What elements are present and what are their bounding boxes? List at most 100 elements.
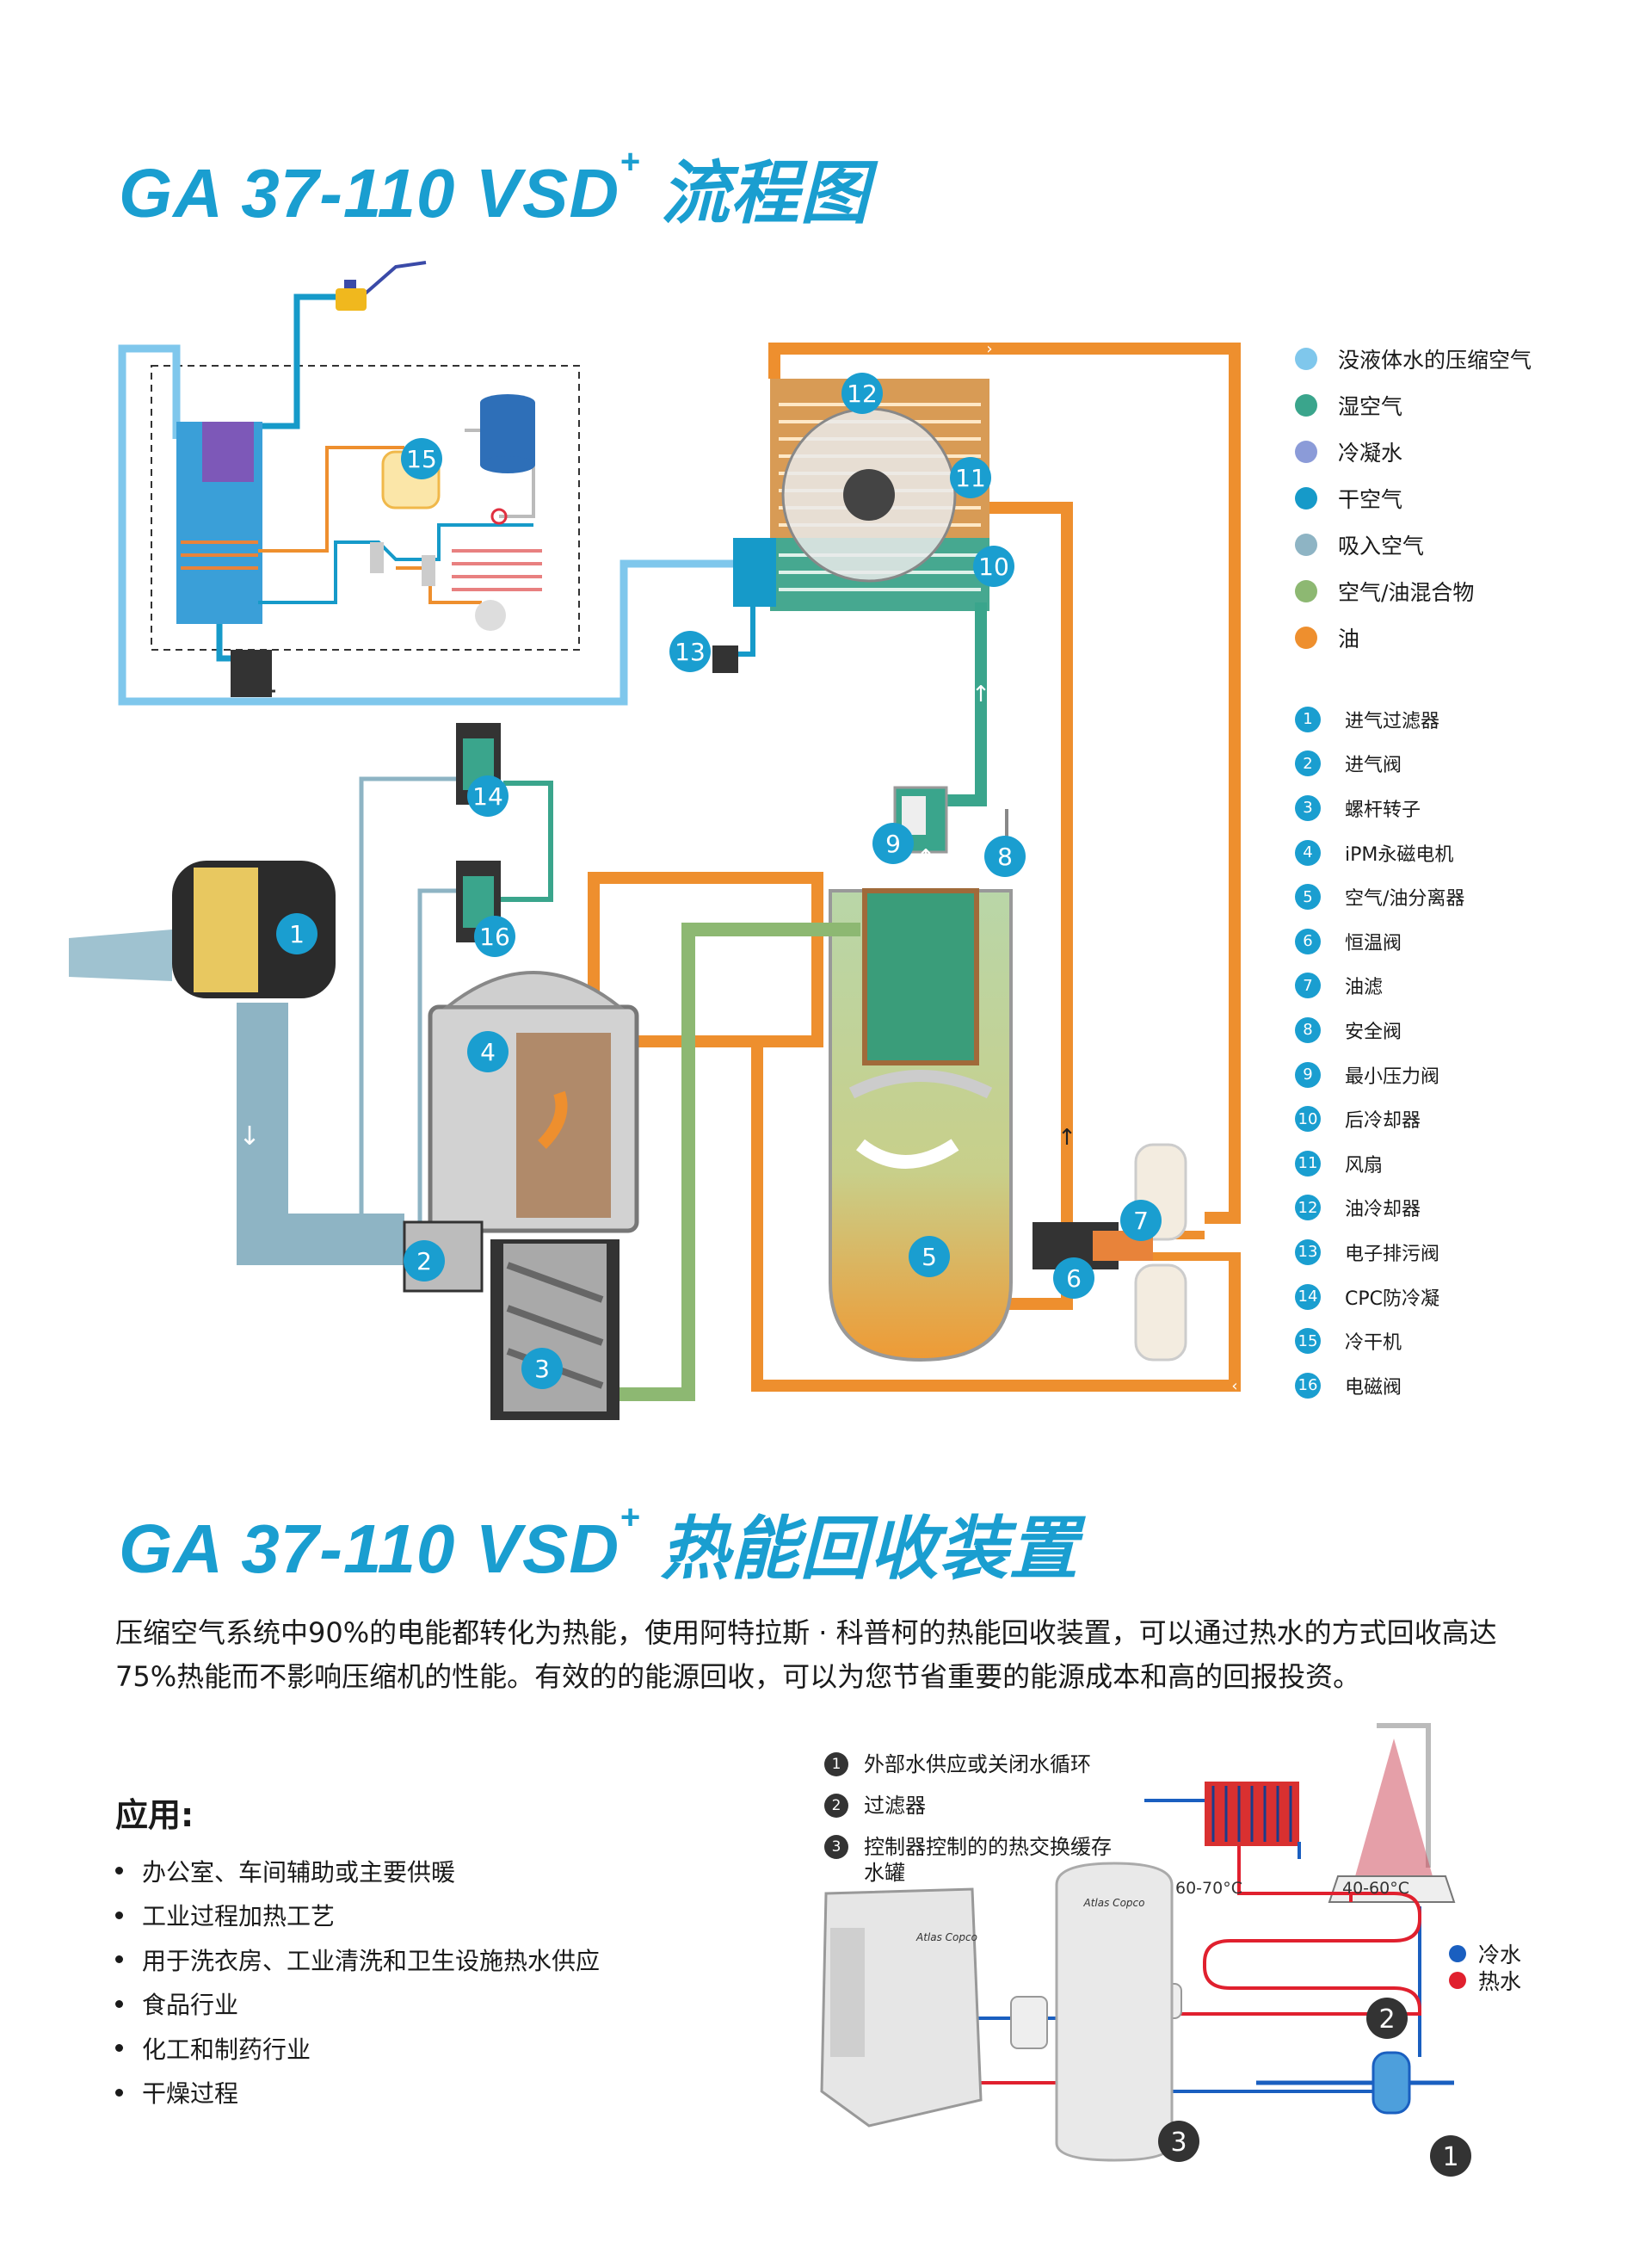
component-number: 7 <box>1295 973 1321 999</box>
bullet-icon <box>115 2044 123 2053</box>
component-number: 12 <box>1295 1195 1321 1221</box>
legend-swatch <box>1295 627 1317 649</box>
svg-text:3: 3 <box>1170 2128 1187 2158</box>
radiator-icon <box>1205 1782 1299 1846</box>
heat-recovery-label: 过滤器 <box>864 1794 926 1818</box>
heat-recovery-number: 3 <box>824 1835 848 1859</box>
application-item: 用于洗衣房、工业清洗和卫生设施热水供应 <box>115 1937 600 1982</box>
svg-text:1: 1 <box>289 920 305 948</box>
legend-label: 油 <box>1338 627 1360 652</box>
legend-swatch <box>1295 394 1317 417</box>
component-item: 10 后冷却器 <box>1295 1096 1639 1141</box>
heat-recovery-label: 控制器控制的的热交换缓存水罐 <box>864 1835 1112 1885</box>
legend-swatch <box>1295 580 1317 602</box>
svg-text:13: 13 <box>675 638 706 666</box>
legend-item: 干空气 <box>1295 475 1639 522</box>
svg-text:↑: ↑ <box>971 682 990 707</box>
legend-label: 冷凝水 <box>1338 441 1403 466</box>
component-number: 4 <box>1295 839 1321 866</box>
component-number: 13 <box>1295 1238 1321 1265</box>
legend-item: 油 <box>1295 615 1639 661</box>
applications-list: 办公室、车间辅助或主要供暖工业过程加热工艺用于洗衣房、工业清洗和卫生设施热水供应… <box>115 1849 600 2115</box>
component-label: 进气过滤器 <box>1345 710 1440 732</box>
heat-recovery-number: 1 <box>824 1752 848 1776</box>
heat-recovery-item: 2 过滤器 <box>824 1793 1168 1819</box>
legend-swatch <box>1295 487 1317 510</box>
component-item: 12 油冷却器 <box>1295 1186 1639 1231</box>
flow-diagram: › ‹ <box>47 261 1241 1420</box>
svg-text:2: 2 <box>1378 2004 1395 2035</box>
svg-text:11: 11 <box>955 464 986 492</box>
application-text: 化工和制药行业 <box>142 2035 311 2064</box>
component-number: 9 <box>1295 1061 1321 1088</box>
application-text: 干燥过程 <box>142 2079 239 2109</box>
component-number: 5 <box>1295 884 1321 911</box>
component-item: 7 油滤 <box>1295 964 1639 1009</box>
drain-valve-icon <box>231 650 272 697</box>
component-number: 14 <box>1295 1283 1321 1310</box>
svg-text:›: › <box>986 340 992 358</box>
legend-item: 吸入空气 <box>1295 522 1639 568</box>
component-label: 冷干机 <box>1345 1332 1402 1355</box>
svg-text:‹: ‹ <box>1231 1377 1237 1395</box>
component-label: 进气阀 <box>1345 755 1402 777</box>
legend-swatch <box>1295 348 1317 370</box>
component-number: 10 <box>1295 1106 1321 1133</box>
component-label: 后冷却器 <box>1345 1110 1421 1133</box>
component-label: 安全阀 <box>1345 1021 1402 1043</box>
heat-recovery-number: 2 <box>824 1794 848 1818</box>
page-title-heat-recovery: GA 37-110 VSD+ 热能回收装置 <box>119 1498 1079 1587</box>
legend-swatch <box>1295 441 1317 463</box>
svg-text:9: 9 <box>885 830 901 858</box>
component-label: 电磁阀 <box>1345 1376 1402 1399</box>
bullet-icon <box>115 1999 123 2008</box>
legend-item: 没液体水的压缩空气 <box>1295 336 1639 382</box>
heat-recovery-item: 1 外部水供应或关闭水循环 <box>824 1751 1168 1777</box>
svg-text:6: 6 <box>1066 1264 1082 1293</box>
component-number: 11 <box>1295 1150 1321 1177</box>
bullet-icon <box>115 1867 123 1875</box>
svg-text:≈: ≈ <box>47 939 72 973</box>
electronic-drain-icon <box>712 645 738 673</box>
component-number: 3 <box>1295 794 1321 821</box>
component-label: 油冷却器 <box>1345 1199 1421 1221</box>
page-title-flow: GA 37-110 VSD+ 流程图 <box>119 143 870 232</box>
application-item: 工业过程加热工艺 <box>115 1893 600 1938</box>
legend-hot-water: 热水 <box>1449 1965 1521 1996</box>
application-text: 工业过程加热工艺 <box>142 1902 336 1931</box>
application-item: 办公室、车间辅助或主要供暖 <box>115 1849 600 1893</box>
component-item: 14 CPC防冷凝 <box>1295 1275 1639 1319</box>
component-label: 油滤 <box>1345 977 1384 999</box>
component-number: 1 <box>1295 706 1321 732</box>
application-text: 办公室、车间辅助或主要供暖 <box>142 1857 456 1887</box>
hot-water-dot <box>1449 1972 1466 1989</box>
temp-shower: 40-60°C <box>1342 1879 1409 1898</box>
component-label: 恒温阀 <box>1345 932 1402 954</box>
application-text: 食品行业 <box>142 1991 239 2020</box>
legend-cold-water: 冷水 <box>1449 1938 1521 1969</box>
component-item: 1 进气过滤器 <box>1295 697 1639 742</box>
heat-recovery-label: 外部水供应或关闭水循环 <box>864 1752 1091 1776</box>
application-text: 用于洗衣房、工业清洗和卫生设施热水供应 <box>142 1946 601 1975</box>
component-number: 15 <box>1295 1328 1321 1355</box>
bullet-icon <box>115 1955 123 1964</box>
component-label: 螺杆转子 <box>1345 799 1421 821</box>
temp-radiator: 60-70°C <box>1175 1879 1242 1898</box>
svg-text:↓: ↓ <box>238 1121 260 1152</box>
intro-paragraph: 压缩空气系统中90%的电能都转化为热能，使用阿特拉斯 · 科普柯的热能回收装置，… <box>115 1616 1497 1693</box>
component-item: 15 冷干机 <box>1295 1319 1639 1363</box>
heat-recovery-item: 3 控制器控制的的热交换缓存水罐 <box>824 1834 1168 1886</box>
svg-text:12: 12 <box>847 380 878 408</box>
legend-label: 干空气 <box>1338 487 1403 512</box>
component-label: CPC防冷凝 <box>1345 1288 1439 1310</box>
flow-legend: 没液体水的压缩空气湿空气冷凝水干空气吸入空气空气/油混合物油 <box>1295 336 1639 661</box>
ball-valve-icon <box>336 288 367 311</box>
svg-text:14: 14 <box>472 782 503 811</box>
